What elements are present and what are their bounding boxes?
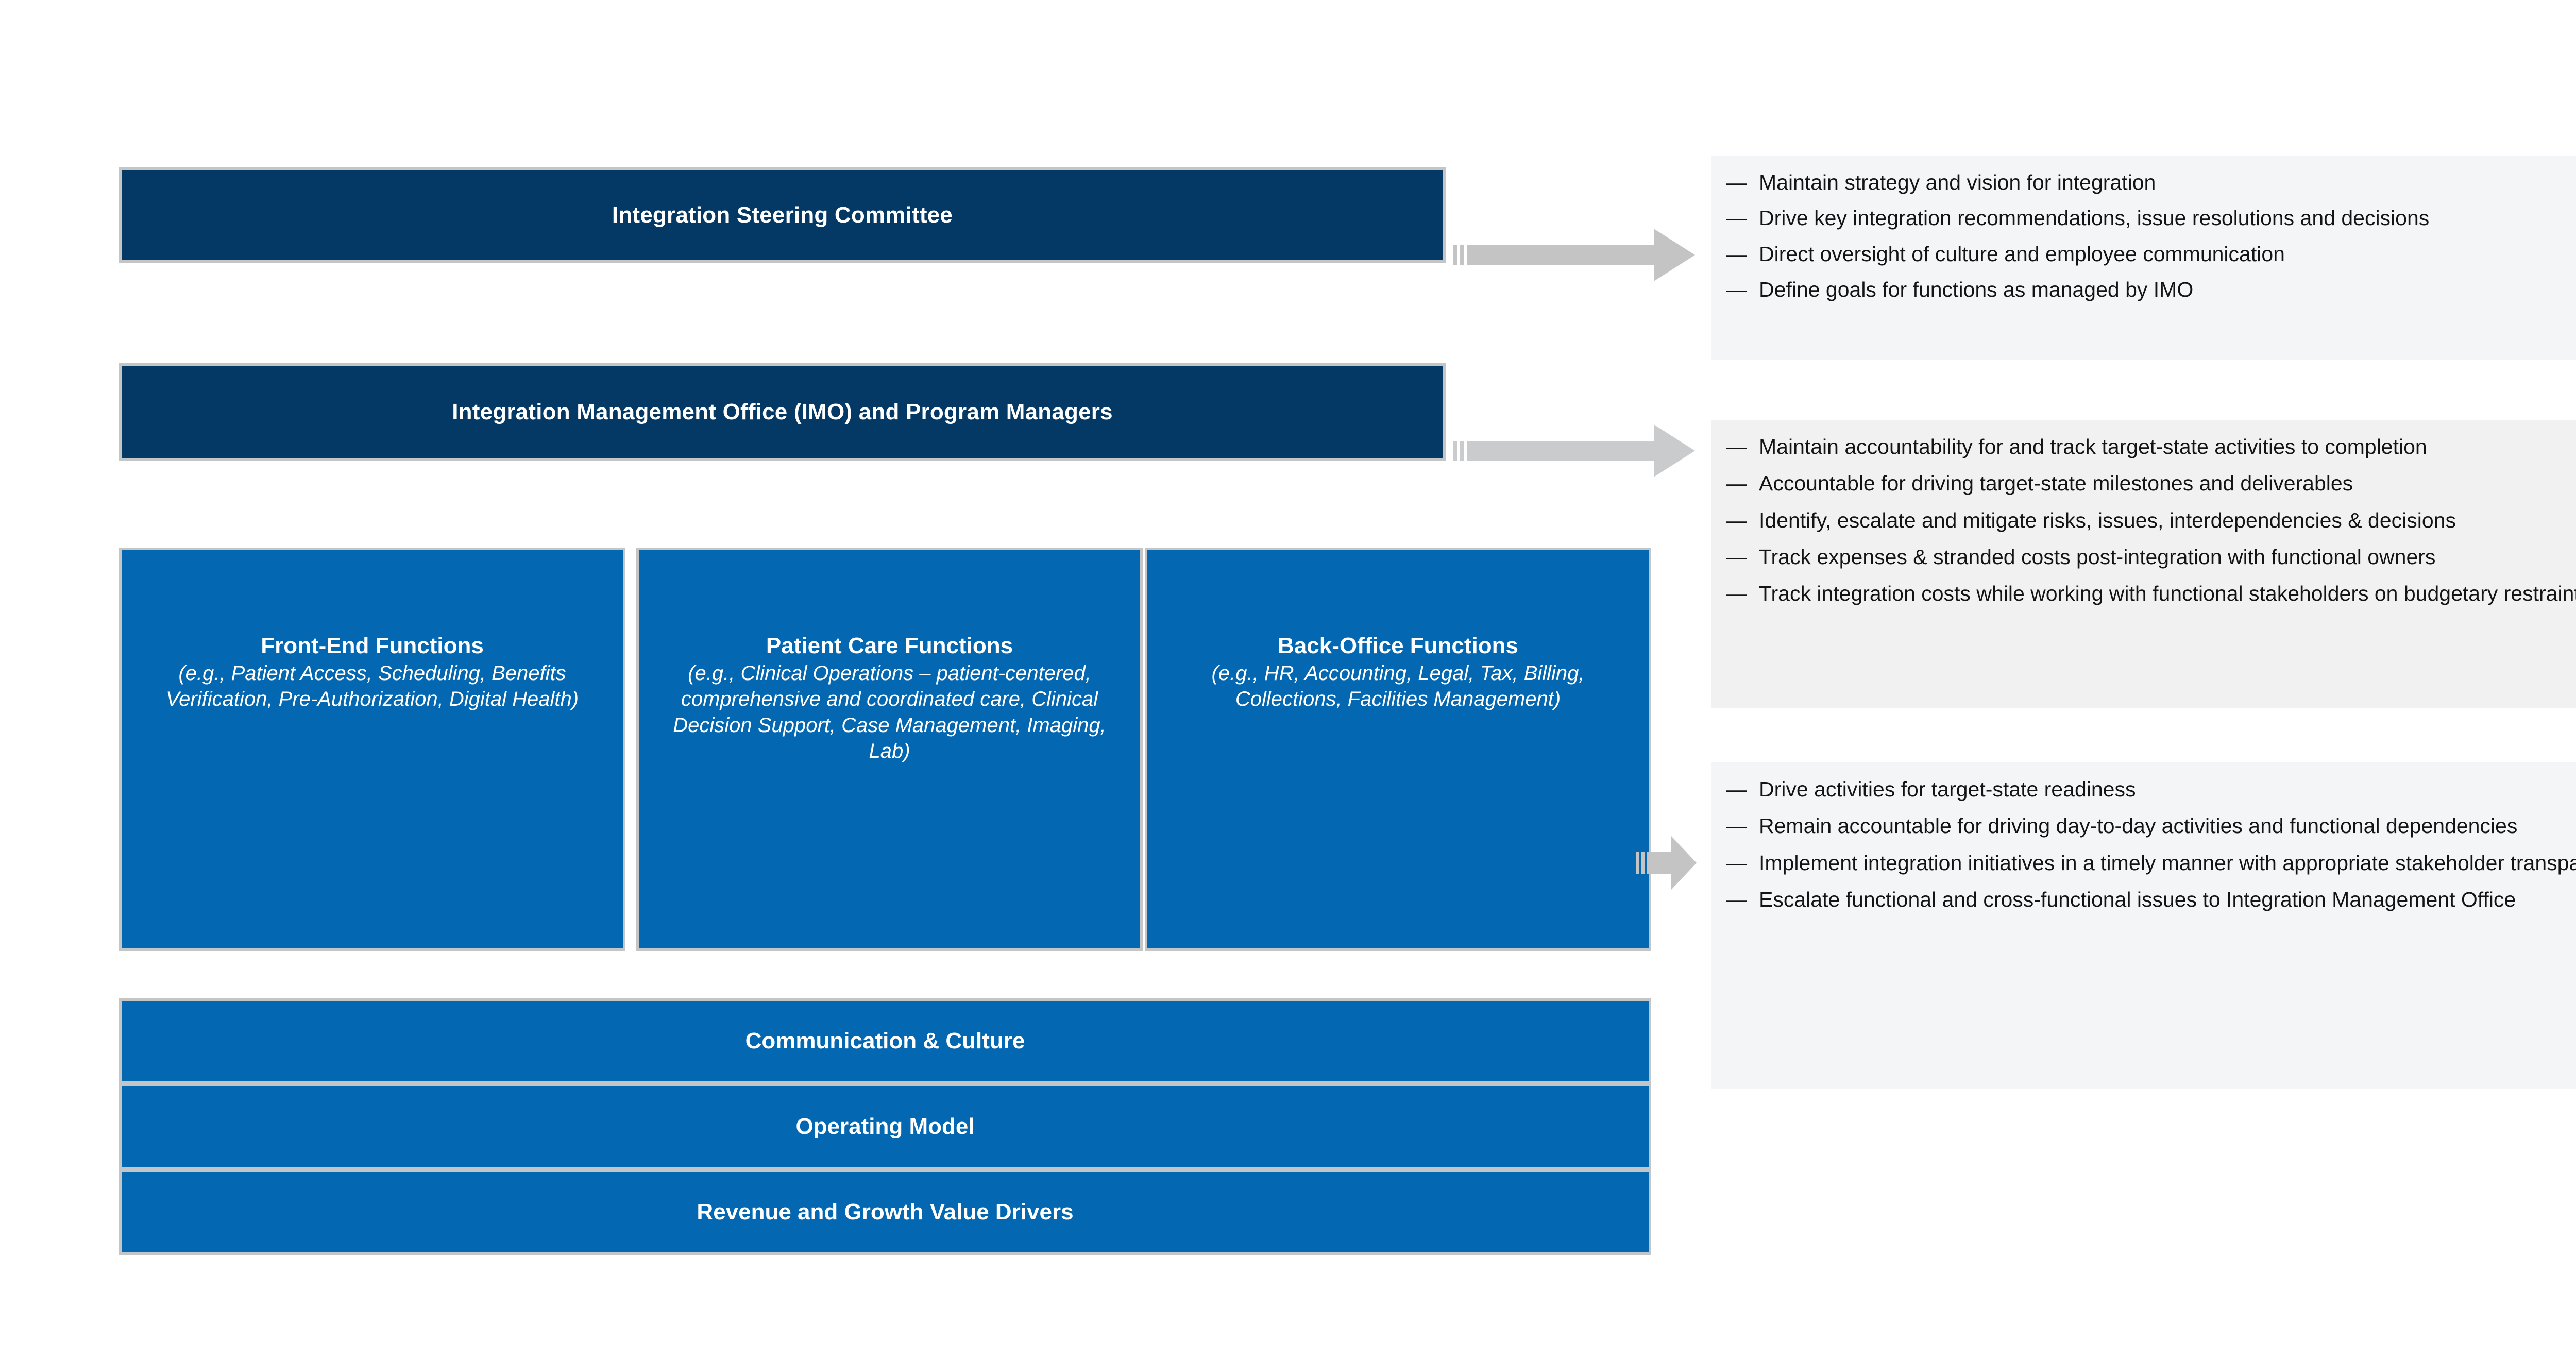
responsibility-text: Drive key integration recommendations, i…: [1759, 206, 2430, 230]
responsibility-text: Identify, escalate and mitigate risks, i…: [1759, 508, 2456, 532]
list-item: — Implement integration initiatives in a…: [1726, 849, 2576, 877]
communication-culture-label: Communication & Culture: [745, 1028, 1025, 1053]
front-end-functions-box[interactable]: Front-End Functions (e.g., Patient Acces…: [119, 548, 625, 951]
responsibility-text: Define goals for functions as managed by…: [1759, 277, 2194, 301]
spacer: [135, 550, 609, 633]
steering-committee-responsibilities-panel: — Maintain strategy and vision for integ…: [1711, 156, 2576, 360]
list-item: — Direct oversight of culture and employ…: [1726, 241, 2576, 268]
list-item: — Accountable for driving target-state m…: [1726, 470, 2576, 497]
back-office-functions-box[interactable]: Back-Office Functions (e.g., HR, Account…: [1145, 548, 1651, 951]
patient-care-functions-box[interactable]: Patient Care Functions (e.g., Clinical O…: [636, 548, 1143, 951]
patient-care-functions-title: Patient Care Functions: [766, 633, 1013, 658]
responsibility-text: Implement integration initiatives in a t…: [1759, 851, 2576, 875]
arrow-right-icon-imo: [1453, 422, 1695, 479]
front-end-functions-title: Front-End Functions: [261, 633, 484, 658]
list-item: — Drive key integration recommendations,…: [1726, 205, 2576, 232]
responsibility-list: — Maintain accountability for and track …: [1726, 433, 2576, 607]
list-item: — Track integration costs while working …: [1726, 580, 2576, 607]
responsibility-text: Drive activities for target-state readin…: [1759, 777, 2136, 801]
responsibility-text: Direct oversight of culture and employee…: [1759, 242, 2285, 266]
responsibility-text: Track integration costs while working wi…: [1759, 582, 2576, 606]
list-item: — Escalate functional and cross-function…: [1726, 886, 2576, 913]
spacer: [1161, 550, 1635, 633]
steering-committee-title: Integration Steering Committee: [612, 202, 953, 228]
list-item: — Track expenses & stranded costs post-i…: [1726, 543, 2576, 571]
arrow-right-icon-steering: [1453, 227, 1695, 283]
bullet-dash-icon: —: [1726, 171, 1747, 194]
responsibility-text: Escalate functional and cross-functional…: [1759, 887, 2516, 911]
list-item: — Remain accountable for driving day-to-…: [1726, 812, 2576, 840]
list-item: — Maintain accountability for and track …: [1726, 433, 2576, 461]
bullet-dash-icon: —: [1726, 435, 1747, 458]
bullet-dash-icon: —: [1726, 851, 1747, 875]
spacer: [652, 550, 1127, 633]
communication-culture-bar[interactable]: Communication & Culture: [119, 998, 1651, 1084]
revenue-growth-value-drivers-bar[interactable]: Revenue and Growth Value Drivers: [119, 1169, 1651, 1255]
arrow-right-icon-functions: [1636, 835, 1697, 891]
responsibility-list: — Maintain strategy and vision for integ…: [1726, 169, 2576, 303]
responsibility-text: Maintain accountability for and track ta…: [1759, 435, 2427, 458]
bullet-dash-icon: —: [1726, 545, 1747, 569]
bullet-dash-icon: —: [1726, 206, 1747, 230]
imo-office-box[interactable]: Integration Management Office (IMO) and …: [119, 363, 1446, 461]
revenue-growth-value-drivers-label: Revenue and Growth Value Drivers: [697, 1199, 1074, 1225]
imo-office-title: Integration Management Office (IMO) and …: [452, 399, 1113, 425]
bullet-dash-icon: —: [1726, 814, 1747, 838]
responsibility-text: Remain accountable for driving day-to-da…: [1759, 814, 2518, 838]
responsibility-text: Maintain strategy and vision for integra…: [1759, 171, 2156, 194]
imo-responsibilities-panel: — Maintain accountability for and track …: [1711, 420, 2576, 708]
back-office-functions-title: Back-Office Functions: [1278, 633, 1518, 658]
responsibility-text: Track expenses & stranded costs post-int…: [1759, 545, 2436, 569]
bullet-dash-icon: —: [1726, 471, 1747, 496]
front-end-functions-examples: (e.g., Patient Access, Scheduling, Benef…: [165, 661, 579, 711]
bullet-dash-icon: —: [1726, 242, 1747, 266]
operating-model-label: Operating Model: [795, 1114, 975, 1139]
list-item: — Identify, escalate and mitigate risks,…: [1726, 507, 2576, 534]
responsibility-list: — Drive activities for target-state read…: [1726, 776, 2576, 913]
list-item: — Maintain strategy and vision for integ…: [1726, 169, 2576, 196]
bullet-dash-icon: —: [1726, 582, 1747, 606]
list-item: — Define goals for functions as managed …: [1726, 276, 2576, 303]
operating-model-bar[interactable]: Operating Model: [119, 1084, 1651, 1169]
bullet-dash-icon: —: [1726, 508, 1747, 532]
bullet-dash-icon: —: [1726, 777, 1747, 801]
back-office-functions-examples: (e.g., HR, Accounting, Legal, Tax, Billi…: [1211, 661, 1585, 711]
responsibility-text: Accountable for driving target-state mil…: [1759, 471, 2353, 496]
bullet-dash-icon: —: [1726, 277, 1747, 301]
patient-care-functions-examples: (e.g., Clinical Operations – patient-cen…: [673, 661, 1106, 763]
list-item: — Drive activities for target-state read…: [1726, 776, 2576, 803]
steering-committee-box[interactable]: Integration Steering Committee: [119, 167, 1446, 263]
bullet-dash-icon: —: [1726, 887, 1747, 911]
functions-responsibilities-panel: — Drive activities for target-state read…: [1711, 762, 2576, 1089]
